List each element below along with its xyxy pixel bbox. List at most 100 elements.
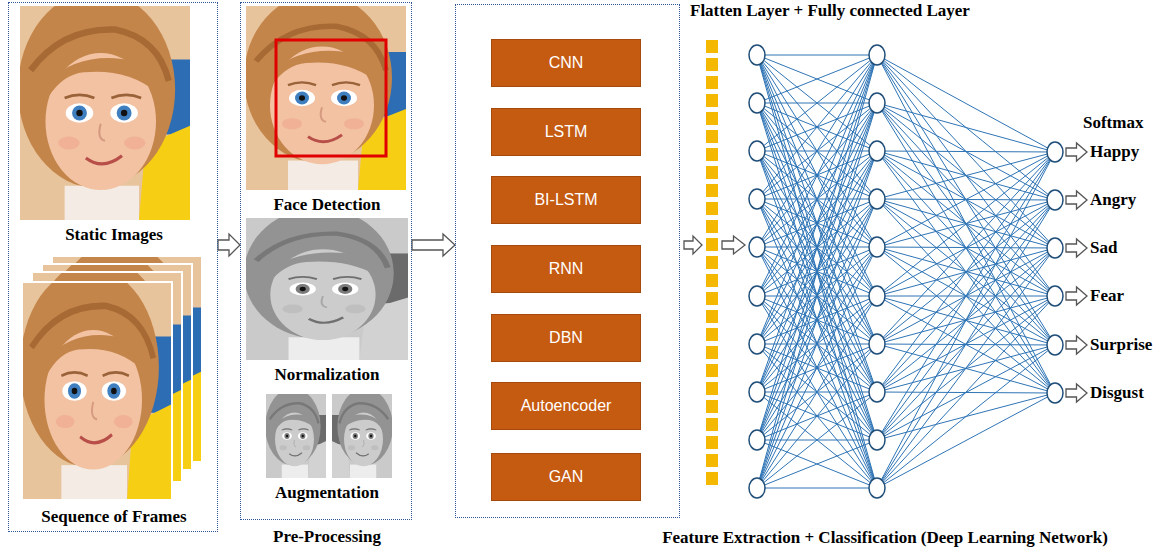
flow-arrow [1066,239,1087,257]
flatten-cell [706,112,718,125]
flatten-cell [706,202,718,215]
flow-arrow [1066,191,1087,209]
flow-arrow [218,234,240,256]
network-link [757,440,877,488]
neural-network [684,40,1087,498]
network-link [877,200,1055,488]
class-label: Disgust [1090,383,1144,403]
network-link [877,55,1055,152]
image-caption: Static Images [7,225,221,245]
model-box: CNN [491,39,641,87]
network-link [877,151,1055,248]
network-link [757,199,877,488]
network-link [877,55,1055,393]
flatten-cell [706,292,718,305]
detection-box [276,40,386,156]
class-label: Angry [1090,190,1136,210]
model-name: GAN [549,467,584,487]
network-link [877,55,1055,296]
preprocessing-group: Face DetectionNormalizationAugmentationP… [240,2,412,520]
deep-learning-group: Feature Extraction + Classification (Dee… [455,4,680,518]
network-link [877,103,1055,248]
flatten-cell [706,382,718,395]
flatten-cell [706,472,718,485]
network-link [877,345,1055,488]
image-caption: Sequence of Frames [7,507,221,527]
neuron [869,334,885,354]
network-link [877,151,1055,393]
network-link [757,488,877,489]
flatten-cell [706,148,718,161]
network-link [757,103,877,488]
network-link [757,55,877,344]
network-link [757,151,877,488]
network-link [757,55,877,488]
flatten-cell [706,454,718,467]
flatten-cell [706,40,718,53]
class-label: Surprise [1090,335,1152,355]
model-name: LSTM [545,122,588,142]
softmax-label: Softmax [1083,113,1143,133]
neuron [749,382,765,402]
flatten-cell [706,94,718,107]
network-link [757,296,877,488]
neuron [749,286,765,306]
neuron [1047,335,1063,355]
neuron [1047,238,1063,258]
network-link [877,393,1055,488]
network-link [757,55,877,199]
network-link [757,344,877,488]
flow-arrow [1066,143,1087,161]
stage-caption: Augmentation [239,483,415,503]
neuron [749,45,765,65]
neuron [749,189,765,209]
flatten-cell [706,400,718,413]
flatten-cell [706,346,718,359]
flatten-cell [706,256,718,269]
neuron [1047,190,1063,210]
network-link [757,199,877,488]
neuron [749,334,765,354]
face-photo [18,0,190,220]
network-link [757,55,877,247]
model-name: DBN [549,328,583,348]
neuron [1047,142,1063,162]
model-box: DBN [491,314,641,362]
network-link [757,55,877,151]
network-link [757,247,877,488]
network-link [757,55,877,56]
network-link [877,152,1055,392]
flatten-cell [706,310,718,323]
model-box: BI-LSTM [491,176,641,224]
flow-arrow [684,236,702,254]
network-link [757,103,877,488]
neuron [869,93,885,113]
network-link [877,151,1055,345]
model-box: Autoencoder [491,382,641,430]
flatten-cell [706,238,718,251]
network-link [757,55,877,151]
model-name: CNN [549,53,584,73]
class-label: Fear [1090,286,1124,306]
network-link [877,103,1055,296]
frame-photo [20,267,172,500]
network-link [757,392,877,488]
neuron [869,237,885,257]
image-input-group: Static ImagesSequence of Frames [8,2,218,532]
flatten-cell [706,130,718,143]
network-link [757,55,877,103]
gray-photo [244,208,408,360]
model-box: GAN [491,453,641,501]
network-link [757,344,877,488]
neuron [869,45,885,65]
flatten-cell [706,166,718,179]
neuron [749,430,765,450]
layer-title: Flatten Layer + Fully connected Layer [690,1,970,21]
network-link [877,152,1055,344]
flatten-cell [706,418,718,431]
flatten-cell [706,436,718,449]
neuron [749,478,765,498]
network-link [757,392,877,488]
stage-caption: Face Detection [239,195,415,215]
network-link [757,296,877,488]
